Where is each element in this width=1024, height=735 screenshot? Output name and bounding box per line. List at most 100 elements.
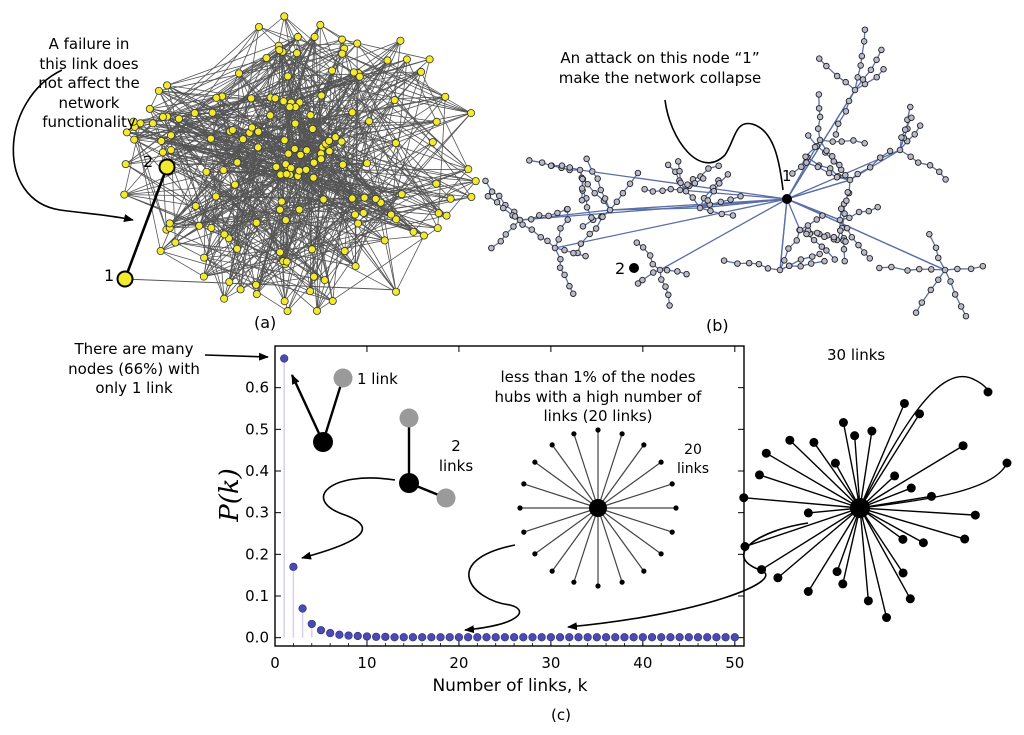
network-node xyxy=(489,189,495,195)
network-node xyxy=(860,77,866,83)
leaf-node xyxy=(659,551,664,556)
network-node xyxy=(220,295,227,302)
panel-b-caption: (b) xyxy=(706,316,729,335)
network-node xyxy=(935,277,941,283)
network-node xyxy=(814,230,820,236)
network-node xyxy=(899,135,905,141)
network-node xyxy=(297,151,304,158)
leaf-node xyxy=(571,431,576,436)
spoke xyxy=(843,508,860,584)
data-point xyxy=(547,633,555,641)
data-point xyxy=(474,633,482,641)
network-node xyxy=(650,189,656,195)
leaf-node xyxy=(517,505,522,510)
network-node xyxy=(756,261,762,267)
network-node xyxy=(805,223,811,229)
network-node xyxy=(284,73,291,80)
hub-note: less than 1% of the nodes hubs with a hi… xyxy=(478,368,718,427)
data-point xyxy=(418,633,426,641)
network-node xyxy=(388,211,395,218)
network-node xyxy=(167,132,174,139)
leaf-node xyxy=(670,481,675,486)
hub-node xyxy=(589,499,607,517)
label-line: links xyxy=(426,456,486,476)
leaf-node xyxy=(867,427,876,436)
data-point xyxy=(676,633,684,641)
network-node xyxy=(503,232,509,238)
network-node xyxy=(805,133,811,139)
network-node xyxy=(635,170,641,176)
network-node xyxy=(650,270,656,276)
data-point xyxy=(556,633,564,641)
network-node xyxy=(958,304,964,310)
network-node xyxy=(281,13,288,20)
data-point xyxy=(611,633,619,641)
network-node xyxy=(697,205,703,211)
network-node xyxy=(166,220,173,227)
data-point xyxy=(519,633,527,641)
network-node xyxy=(675,269,681,275)
network-node xyxy=(296,167,303,174)
network-node xyxy=(255,128,262,135)
network-node xyxy=(912,132,918,138)
hub-node xyxy=(850,498,870,518)
network-node xyxy=(282,217,289,224)
network-node xyxy=(313,307,320,314)
network-node xyxy=(220,167,227,174)
network-node xyxy=(875,204,881,210)
network-node xyxy=(229,126,236,133)
network-node xyxy=(287,164,294,171)
network-node xyxy=(816,106,822,112)
network-node xyxy=(861,39,867,45)
network-node xyxy=(692,180,698,186)
network-node xyxy=(276,206,283,213)
network-node xyxy=(352,263,359,270)
spoke xyxy=(762,508,860,570)
data-point xyxy=(694,633,702,641)
network-node xyxy=(845,189,851,195)
network-node xyxy=(786,263,792,269)
note-line: There are many xyxy=(50,340,218,360)
network-node xyxy=(640,245,646,251)
network-node xyxy=(677,187,683,193)
network-node xyxy=(485,193,491,199)
network-node xyxy=(926,231,932,237)
network-node xyxy=(817,251,823,257)
leaf-node xyxy=(550,569,555,574)
network-node xyxy=(867,165,873,171)
network-node xyxy=(822,258,828,264)
network-node xyxy=(191,109,198,116)
network-node xyxy=(317,21,324,28)
network-node xyxy=(706,166,712,172)
network-node xyxy=(832,257,838,263)
network-node xyxy=(948,279,954,285)
network-node xyxy=(435,210,442,217)
network-node xyxy=(874,74,880,80)
network-node xyxy=(738,193,744,199)
network-node xyxy=(548,163,554,169)
data-point xyxy=(501,633,509,641)
grey-node xyxy=(437,489,456,508)
network-node xyxy=(200,254,207,261)
network-node xyxy=(843,172,849,178)
spoke xyxy=(860,508,975,515)
leaf-node xyxy=(839,418,848,427)
network-node xyxy=(952,292,958,298)
black-node xyxy=(399,473,419,493)
network-node xyxy=(844,198,850,204)
network-node xyxy=(834,73,840,79)
network-node xyxy=(557,265,563,271)
network-node xyxy=(916,266,922,272)
network-node xyxy=(902,127,908,133)
network-node xyxy=(663,284,669,290)
network-node xyxy=(577,167,583,173)
network-node xyxy=(843,109,849,115)
network-node xyxy=(234,245,241,252)
leaf-node xyxy=(532,460,537,465)
data-point xyxy=(722,633,730,641)
data-point xyxy=(363,633,371,641)
data-point xyxy=(657,633,665,641)
leaf-node xyxy=(521,481,526,486)
leaf-node xyxy=(899,568,908,577)
network-node xyxy=(253,291,260,298)
